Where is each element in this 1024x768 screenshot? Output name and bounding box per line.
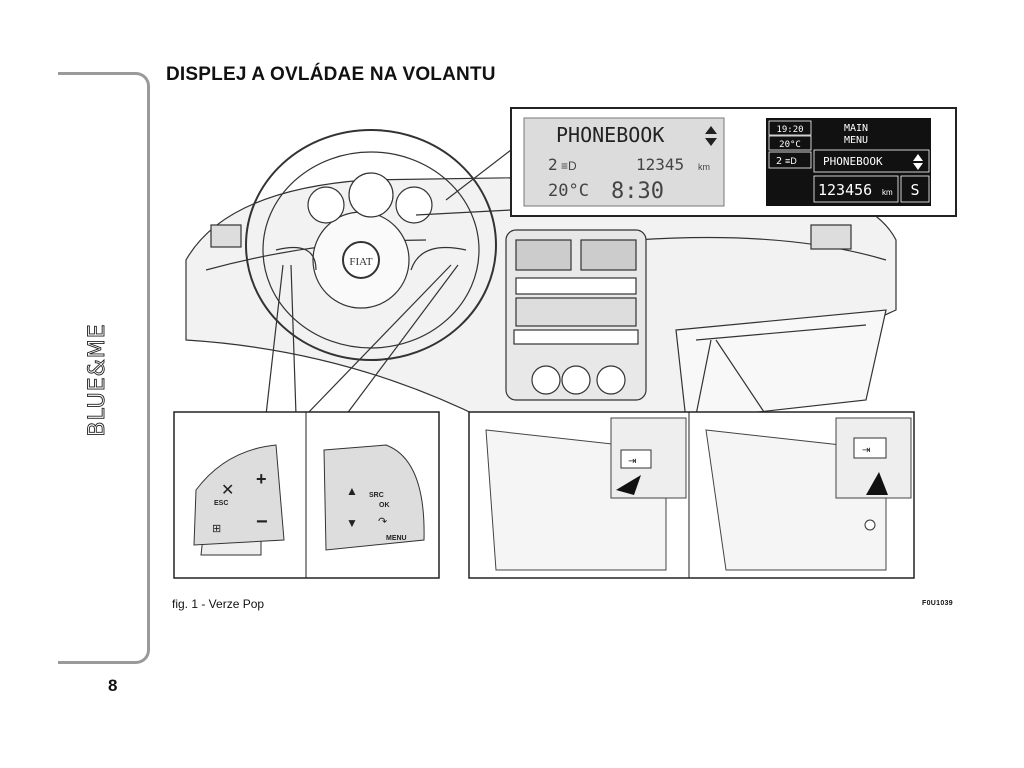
page-title: DISPLEJ A OVLÁDAE NA VOLANTU <box>166 64 496 85</box>
headlight-icon: ≡D <box>785 156 797 166</box>
usb-panel: ⇥ ⇥ <box>468 411 915 579</box>
arrow-pointer-icon <box>866 472 888 495</box>
display-right-odometer: 123456 <box>818 181 872 199</box>
up-down-arrow-icon <box>705 126 717 146</box>
display-right-phonebook: PHONEBOOK <box>823 155 883 168</box>
display-left: PHONEBOOK 2 ≡D 12345 km 20°C 8:30 19:20 … <box>510 107 957 217</box>
fiat-logo: FIAT <box>349 256 373 268</box>
mute-icon: ✕ <box>221 482 234 499</box>
esc-label: ESC <box>214 500 228 507</box>
phone-icon: ↷ <box>378 516 387 528</box>
svg-text:BLUE&ME: BLUE&ME <box>85 323 110 436</box>
display-right-odometer-unit: km <box>882 188 893 197</box>
ok-label: OK <box>379 502 390 509</box>
down-arrow-icon: ▼ <box>346 516 358 530</box>
control-panel-left: ✕ ESC + ⊞ − ▲ ▼ SRC OK ↷ MENU <box>173 411 440 579</box>
usb-port-icon: ⇥ <box>862 445 870 456</box>
windows-icon: ⊞ <box>212 523 221 535</box>
dashboard-drawing: FIAT <box>185 129 897 421</box>
display-right-menu-line2: MENU <box>844 135 868 146</box>
src-label: SRC <box>369 492 384 499</box>
display-right: 19:20 20°C 2 ≡D MAIN MENU PHONEBOOK 1234… <box>766 118 931 206</box>
plus-icon: + <box>256 469 267 489</box>
usb-port-icon: ⇥ <box>628 456 636 467</box>
display-right-gear: 2 <box>776 156 782 167</box>
dashboard-figure: FIAT PHONEBOOK 2 ≡D 12345 km 20°C 8:30 1… <box>173 107 957 579</box>
up-arrow-icon: ▲ <box>346 484 358 498</box>
display-left-time: 8:30 <box>611 179 664 204</box>
display-right-mode: S <box>910 181 919 199</box>
display-left-gear: 2 <box>548 155 558 174</box>
side-frame <box>58 72 150 664</box>
arrow-pointer-icon <box>616 475 641 495</box>
display-right-menu-line1: MAIN <box>844 123 868 134</box>
display-right-time: 19:20 <box>776 125 803 135</box>
figure-caption: fig. 1 - Verze Pop <box>172 597 265 611</box>
blue-and-me-logo: BLUE&ME <box>85 323 111 437</box>
menu-label: MENU <box>386 535 407 542</box>
up-down-arrow-icon <box>913 154 923 170</box>
display-left-odometer: 12345 <box>636 155 684 174</box>
display-left-line1: PHONEBOOK <box>556 123 664 147</box>
headlight-icon: ≡D <box>561 159 577 173</box>
display-left-odometer-unit: km <box>698 162 710 172</box>
minus-icon: − <box>256 511 268 533</box>
display-left-temperature: 20°C <box>548 181 589 201</box>
page-number: 8 <box>108 676 118 695</box>
display-right-temperature: 20°C <box>779 140 801 150</box>
figure-code: F0U1039 <box>922 600 953 607</box>
